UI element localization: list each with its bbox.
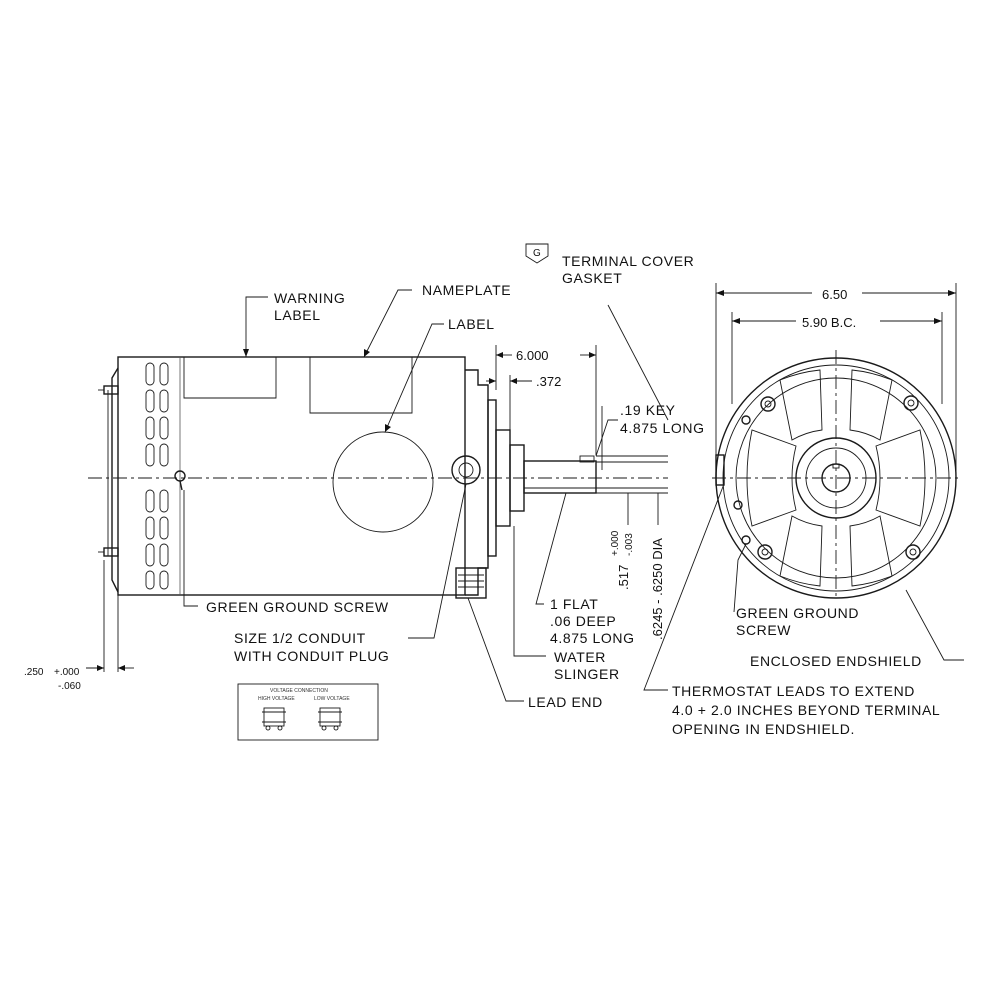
shaft-diameter-value: .6245 - .6250 DIA	[650, 538, 665, 640]
shaft-tolerance-minus: -.003	[624, 533, 635, 556]
connection-symbol-right	[318, 707, 342, 731]
thermostat-label-line1: THERMOSTAT LEADS TO EXTEND	[672, 683, 915, 699]
shaft-tolerance-value: .517	[616, 565, 631, 590]
connection-right-label: LOW VOLTAGE	[314, 696, 350, 702]
label-callout: LABEL	[448, 316, 495, 332]
end-ground-screw-icon	[741, 415, 751, 425]
bolt-holes	[757, 395, 921, 560]
side-ground-screw-label: GREEN GROUND SCREW	[206, 599, 389, 615]
lead-end-label: LEAD END	[528, 694, 603, 710]
stud-tolerance-minus: -.060	[58, 681, 81, 692]
motor-side-view	[88, 356, 668, 599]
lead-end-box	[455, 567, 487, 599]
shoulder-value: .372	[536, 374, 561, 389]
warning-label-line2: LABEL	[274, 307, 321, 323]
motor-body	[117, 356, 466, 596]
thermostat-label-line2: 4.0 + 2.0 INCHES BEYOND TERMINAL	[672, 702, 940, 718]
flat-label-line3: 4.875 LONG	[550, 630, 635, 646]
rear-end-cap	[111, 367, 119, 593]
stud-tolerance-plus: +.000	[54, 667, 80, 678]
thermostat-label-line3: OPENING IN ENDSHIELD.	[672, 721, 855, 737]
end-ground-screw-label-line1: GREEN GROUND	[736, 605, 859, 621]
shaft-key	[579, 455, 595, 463]
bolt-circle-value: 5.90 B.C.	[802, 315, 856, 330]
key-label-line2: 4.875 LONG	[620, 420, 705, 436]
bearing-boss	[795, 437, 877, 519]
side-view-dimensions	[86, 289, 669, 702]
key-label-line1: .19 KEY	[620, 402, 676, 418]
round-label	[332, 431, 434, 533]
flat-label-line2: .06 DEEP	[550, 613, 616, 629]
enclosed-endshield-label: ENCLOSED ENDSHIELD	[750, 653, 922, 669]
end-view-dimensions	[643, 283, 964, 691]
motor-shaft	[523, 460, 597, 494]
voltage-connection-diagram: VOLTAGE CONNECTION HIGH VOLTAGE LOW VOLT…	[237, 683, 379, 741]
endshield-vents	[746, 369, 926, 587]
stud-length-value: .250	[24, 667, 44, 678]
front-endshield	[465, 369, 489, 596]
warning-label-line1: WARNING	[274, 290, 345, 306]
terminal-cover-label-line2: GASKET	[562, 270, 622, 286]
nameplate-plate	[309, 357, 413, 414]
water-slinger-label-line2: SLINGER	[554, 666, 620, 682]
ventilation-slots	[145, 362, 169, 590]
connection-box	[237, 683, 379, 741]
flat-label-line1: 1 FLAT	[550, 596, 598, 612]
connection-left-label: HIGH VOLTAGE	[258, 696, 295, 702]
mounting-stud-top	[98, 385, 119, 395]
water-slinger-label-line1: WATER	[554, 649, 606, 665]
gasket-symbol-icon	[525, 243, 549, 264]
end-ground-screw-label-line2: SCREW	[736, 622, 791, 638]
conduit-label-line1: SIZE 1/2 CONDUIT	[234, 630, 366, 646]
warning-label-plate	[183, 357, 277, 399]
connection-title: VOLTAGE CONNECTION	[270, 688, 328, 694]
gasket-symbol-letter: G	[533, 248, 541, 259]
mounting-stud-bottom	[98, 547, 119, 557]
motor-end-view	[712, 350, 962, 600]
nameplate-label: NAMEPLATE	[422, 282, 511, 298]
shaft-length-value: 6.000	[516, 348, 549, 363]
connection-symbol-left	[262, 707, 286, 731]
terminal-cover-label-line1: TERMINAL COVER	[562, 253, 694, 269]
shaft-tolerance-plus: +.000	[610, 530, 621, 556]
overall-diameter-value: 6.50	[822, 287, 847, 302]
conduit-label-line2: WITH CONDUIT PLUG	[234, 648, 389, 664]
dimension-values: 6.50 5.90 B.C. 6.000 .372 .517 +.000 -.0…	[24, 287, 856, 692]
callout-labels: G TERMINAL COVER GASKET WARNING LABEL NA…	[206, 243, 940, 737]
conduit-plug	[451, 455, 481, 485]
